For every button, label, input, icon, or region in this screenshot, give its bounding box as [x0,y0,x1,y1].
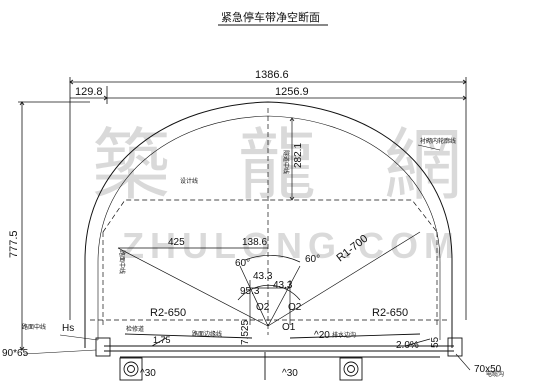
watermark-char-2: 龍 [238,121,316,211]
dim-30-left: ^30 [140,368,156,379]
angle-left: 60° [235,258,250,269]
label-left-base: 90*65 [2,348,29,359]
note-tunnel-center: 隧道中线 [282,150,290,174]
note-road-edge: 路面边缘线 [192,330,222,338]
note-road-center-2: 路面中线 [22,323,46,331]
dim-95-3: 95.3 [240,286,260,297]
top-dimensions [69,77,467,320]
dim-43-3-top: 43.3 [253,271,273,282]
pavement-base [95,333,463,381]
radius-lines [117,231,421,327]
leader-lines [23,144,471,371]
height-dimension [18,101,90,351]
dim-30-right: ^30 [282,368,298,379]
dim-7-525: 7.525 [240,320,251,345]
watermark: 築 龍 網 ZHULONG.COM [92,121,462,266]
center-o2-right: O2 [288,302,302,313]
note-drain: 排水边沟 [332,331,356,339]
center-o2-left: O2 [256,302,270,313]
dim-425: 425 [168,237,185,248]
dim-55: 55 [430,336,441,348]
note-road-center: 路面中线 [118,250,126,274]
dim-height: 777.5 [8,230,20,258]
dim-inner-width: 1256.9 [275,86,309,98]
crown-dimension [289,117,295,201]
radius-r2-left: R2-650 [150,307,186,319]
watermark-char-3: 網 [384,121,462,211]
dim-43-3: 43.3 [273,280,293,291]
center-o1: O1 [282,322,296,333]
note-maintenance-way: 检修道 [126,325,144,333]
drawing-title: 紧急停车带净空断面 [221,10,320,24]
note-design-line: 设计线 [180,177,198,185]
label-right-base: 70x50 [474,364,502,375]
dim-138-6: 138.6 [242,237,267,248]
dim-left-offset: 129.8 [75,86,103,98]
dim-crown-rise: 282.1 [293,143,304,168]
angle-right: 60° [305,254,320,265]
hs-label: Hs [62,323,74,334]
clearance-line [90,108,450,335]
watermark-char-1: 築 [92,121,170,211]
note-cable-trench: 电缆沟 [486,370,504,378]
dim-20: ^20 [314,330,330,341]
note-lining-contour: 衬砌内轮廓线 [420,137,456,145]
radius-r2-right: R2-650 [372,307,408,319]
dim-total-width: 1386.6 [255,69,289,81]
